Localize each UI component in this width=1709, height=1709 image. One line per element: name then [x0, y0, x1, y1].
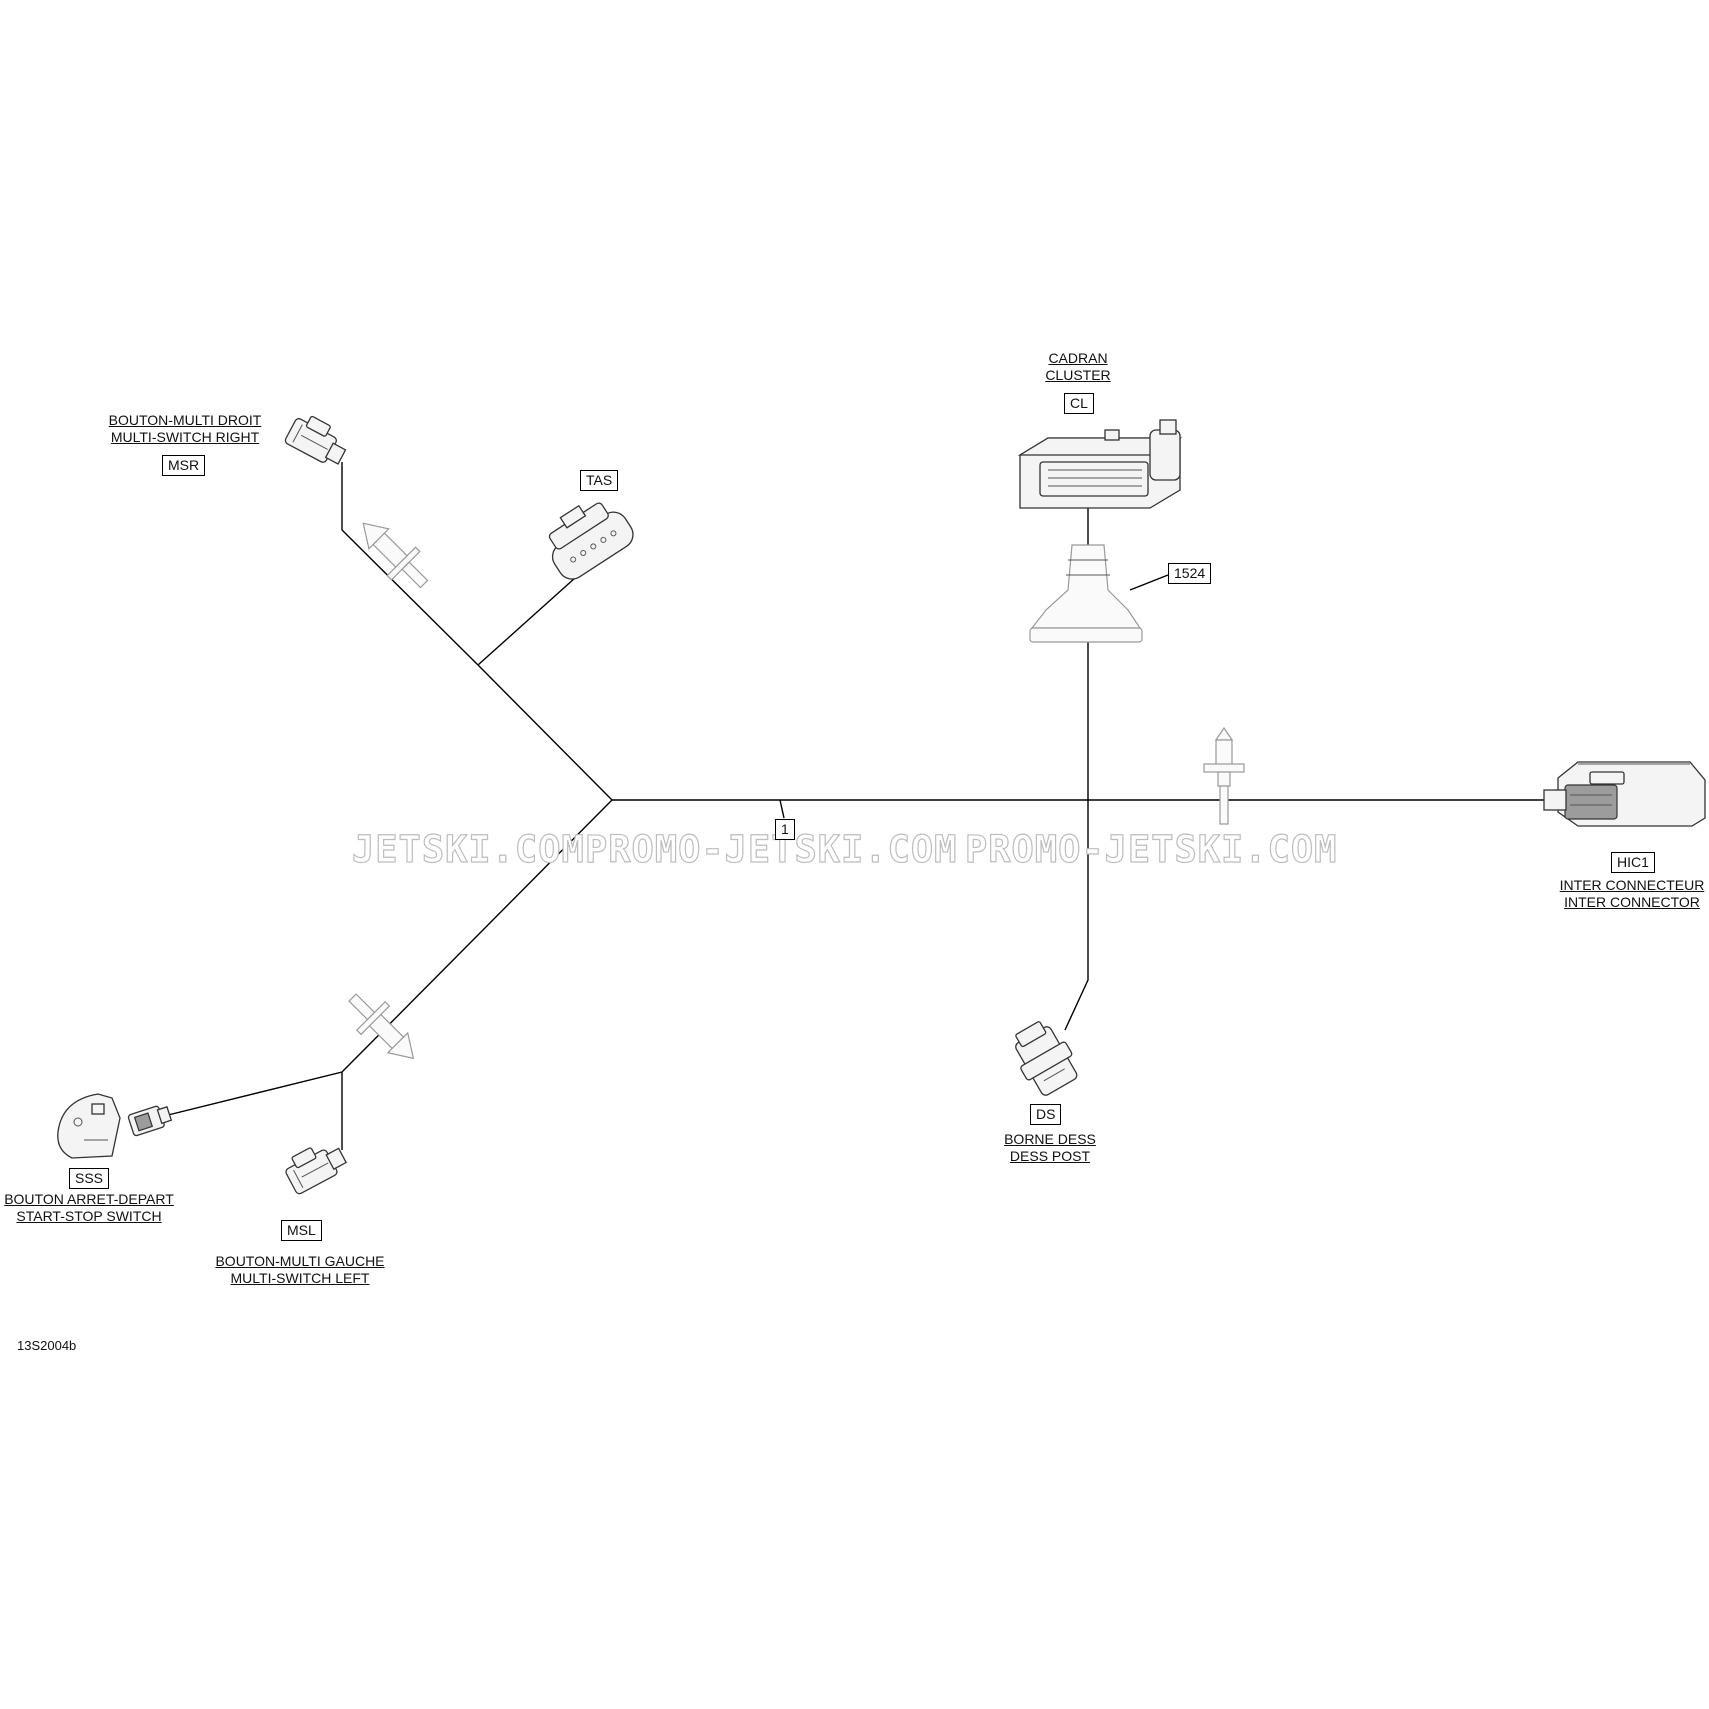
wire-cluster-ds-branch: [1064, 500, 1089, 1031]
ds-code-tag: DS: [1030, 1104, 1062, 1125]
grommet-1524-drawing: [1029, 544, 1143, 643]
wire-msr-branch: [341, 462, 613, 801]
sss-code-tag: SSS: [69, 1168, 110, 1189]
cl-connector-drawing: [1017, 419, 1183, 509]
watermark-segment-3: PROMO-JETSKI.COM: [964, 827, 1338, 871]
harness-wires: [159, 462, 1545, 1150]
tas-connector-drawing: [548, 502, 634, 580]
ds-label-fr: BORNE DESS: [1004, 1131, 1096, 1147]
msl-connector-drawing: [285, 1147, 348, 1195]
grommet-code-tag: 1524: [1168, 563, 1212, 584]
watermark-segment-1: JETSKI.COM: [351, 827, 585, 871]
hic1-label-en: INTER CONNECTOR: [1564, 894, 1700, 910]
hic1-label: INTER CONNECTEUR INTER CONNECTOR: [1552, 877, 1709, 911]
tas-code-tag: TAS: [580, 470, 619, 491]
msr-label-fr: BOUTON-MULTI DROIT: [108, 412, 262, 428]
ds-label-en: DESS POST: [1009, 1148, 1091, 1164]
hic1-label-fr: INTER CONNECTEUR: [1559, 877, 1705, 893]
cl-label: CADRAN CLUSTER: [1028, 350, 1128, 384]
sss-label: BOUTON ARRET-DEPART START-STOP SWITCH: [0, 1191, 178, 1225]
msr-code-tag: MSR: [162, 455, 206, 476]
msr-label: BOUTON-MULTI DROIT MULTI-SWITCH RIGHT: [94, 412, 276, 446]
hic1-code-tag: HIC1: [1611, 852, 1655, 873]
msl-code-tag: MSL: [281, 1220, 322, 1241]
msl-label: BOUTON-MULTI GAUCHE MULTI-SWITCH LEFT: [207, 1253, 393, 1287]
ds-connector-drawing: [1015, 1021, 1078, 1096]
sss-switch-drawing: [57, 1093, 173, 1159]
watermark-segment-2: PROMO-JETSKI.COM: [584, 827, 958, 871]
wire-trunk-tag-leader: [779, 799, 785, 819]
cl-label-fr: CADRAN: [1048, 350, 1108, 366]
msr-label-en: MULTI-SWITCH RIGHT: [110, 429, 260, 445]
hic1-connector-drawing: [1543, 761, 1706, 827]
ds-label: BORNE DESS DESS POST: [990, 1131, 1110, 1165]
wire-grommet-leader: [1129, 574, 1169, 591]
right-clip-drawing: [1203, 726, 1245, 825]
cl-label-en: CLUSTER: [1045, 367, 1111, 383]
sss-label-fr: BOUTON ARRET-DEPART: [4, 1191, 174, 1207]
trunk-code-tag: 1: [775, 819, 795, 840]
lower-clip-drawing: [348, 993, 415, 1060]
upper-clip-drawing: [362, 522, 429, 589]
msr-connector-drawing: [284, 415, 347, 465]
msl-label-fr: BOUTON-MULTI GAUCHE: [215, 1253, 385, 1269]
wire-tas-branch: [477, 577, 576, 666]
cl-code-tag: CL: [1064, 393, 1094, 414]
drawing-number: 13S2004b: [17, 1338, 77, 1353]
msl-label-en: MULTI-SWITCH LEFT: [230, 1270, 370, 1286]
sss-label-en: START-STOP SWITCH: [16, 1208, 162, 1224]
